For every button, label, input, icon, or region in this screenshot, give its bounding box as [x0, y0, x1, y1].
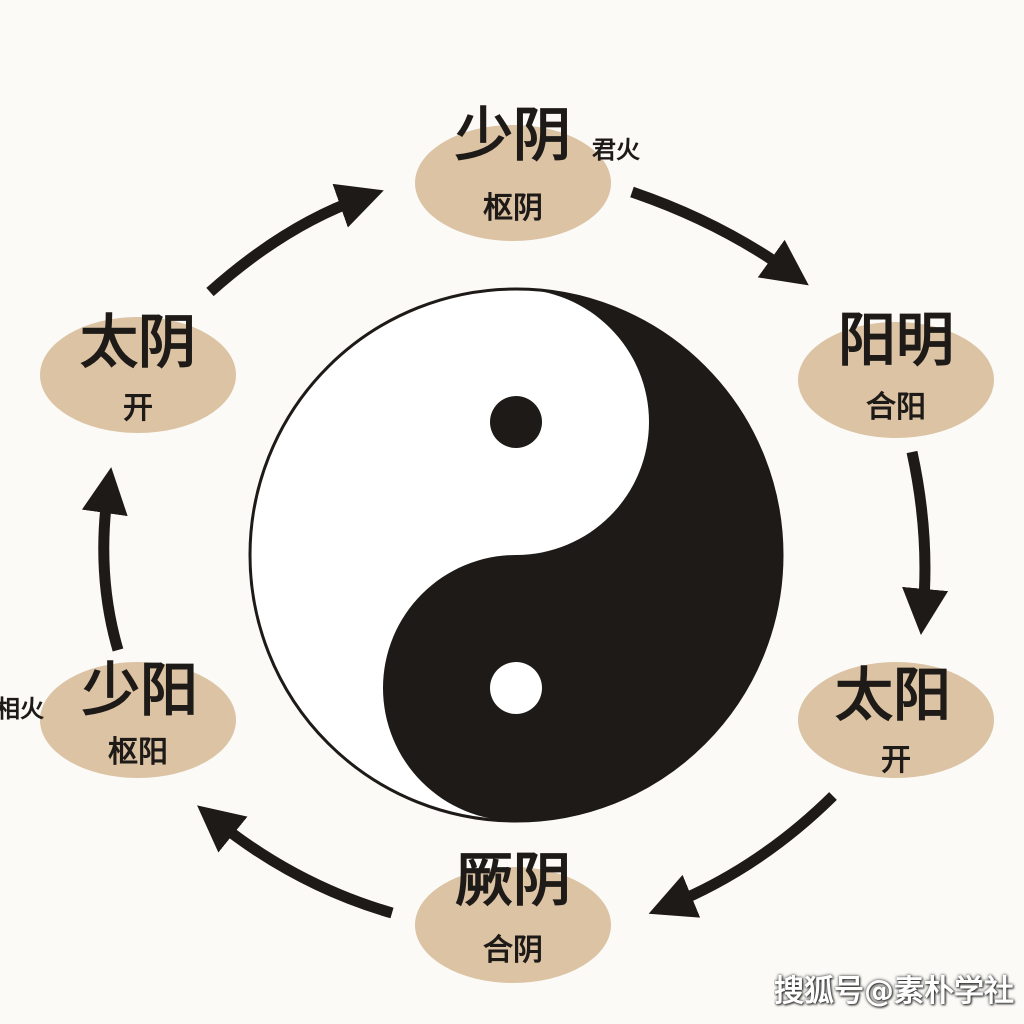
- node-shaoyang: 少阳 枢阳 相火: [0, 656, 236, 778]
- node-shaoyin: 少阴 枢阴 君火: [415, 101, 640, 241]
- node-name-shaoyin: 少阴: [455, 101, 571, 169]
- node-name-yangming: 阳明: [838, 306, 954, 374]
- flow-arrows: [81, 183, 949, 919]
- arrow-taiyang-to-jueyin: [648, 792, 837, 918]
- node-note-shaoyin: 君火: [592, 136, 640, 164]
- node-note-shaoyang: 相火: [0, 695, 44, 723]
- watermark: 搜狐号@素朴学社: [774, 974, 1014, 1009]
- node-name-shaoyang: 少阳: [82, 656, 198, 724]
- arrow-taiyin-to-shaoyin: [206, 183, 384, 297]
- node-name-taiyin: 太阴: [80, 308, 196, 376]
- node-name-taiyang: 太阳: [835, 661, 951, 729]
- arrow-shaoyang-to-taiyin: [81, 467, 128, 652]
- node-sub-taiyang: 开: [881, 743, 911, 778]
- node-taiyin: 太阴 开: [40, 308, 236, 433]
- node-taiyang: 太阳 开: [798, 661, 994, 778]
- node-sub-taiyin: 开: [123, 391, 153, 426]
- node-sub-yangming: 合阳: [866, 390, 926, 425]
- arrow-shaoyin-to-yangming: [630, 186, 809, 286]
- node-name-jueyin: 厥阴: [455, 846, 571, 914]
- node-sub-jueyin: 合阴: [483, 933, 543, 968]
- arrow-yangming-to-taiyang: [902, 450, 949, 636]
- node-yangming: 阳明 合阳: [798, 306, 994, 438]
- node-sub-shaoyang: 枢阳: [108, 735, 168, 770]
- node-jueyin: 厥阴 合阴: [415, 846, 611, 983]
- node-sub-shaoyin: 枢阴: [483, 191, 543, 226]
- yang-dot: [490, 662, 542, 714]
- yin-dot: [490, 396, 542, 448]
- arrow-jueyin-to-shaoyang: [197, 805, 394, 919]
- yin-yang-icon: [248, 287, 784, 823]
